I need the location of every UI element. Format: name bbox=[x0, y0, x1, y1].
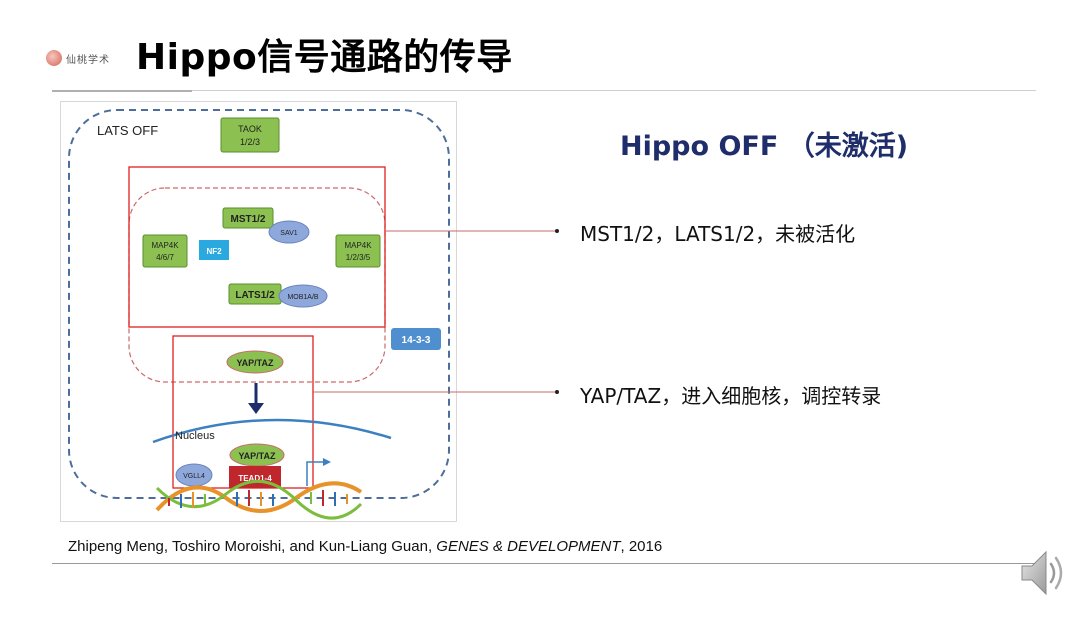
nf2-box bbox=[199, 240, 229, 260]
tead-label: TEAD1-4 bbox=[238, 474, 272, 483]
yap-nuc-label: YAP/TAZ bbox=[238, 451, 276, 461]
title-divider-accent bbox=[52, 90, 192, 92]
hippo-pathway-figure: LATS OFF TAOK 1/2/3 MST1/2 SAV1 MAP4K 4/… bbox=[60, 101, 457, 522]
nucleus-envelope bbox=[152, 418, 392, 444]
pathway-diagram: LATS OFF TAOK 1/2/3 MST1/2 SAV1 MAP4K 4/… bbox=[68, 109, 450, 520]
kinase-core-highlight bbox=[128, 166, 386, 328]
transcription-arrow-icon bbox=[323, 458, 331, 466]
lats-label: LATS1/2 bbox=[235, 290, 275, 301]
hippo-status-heading: Hippo OFF （未激活) bbox=[620, 131, 909, 162]
bullet-dot-2 bbox=[555, 390, 559, 394]
mst-box bbox=[222, 207, 274, 229]
14-3-3-box bbox=[391, 328, 441, 350]
citation-journal: GENES & DEVELOPMENT bbox=[436, 538, 621, 555]
bullet-kinases-inactive: MST1/2，LATS1/2，未被活化 bbox=[580, 222, 856, 246]
sav-label: SAV1 bbox=[280, 230, 297, 237]
taok-box bbox=[220, 117, 280, 153]
dna-helix bbox=[155, 480, 363, 520]
footer-divider bbox=[52, 563, 1036, 564]
brand-text: 仙桃学术 bbox=[66, 54, 110, 66]
slide-title: Hippo信号通路的传导 bbox=[136, 37, 513, 78]
peach-logo-icon bbox=[46, 50, 62, 66]
map4k-left-label-2: 4/6/7 bbox=[156, 253, 174, 262]
bullet-yap-nuclear: YAP/TAZ，进入细胞核，调控转录 bbox=[580, 384, 882, 408]
arrow-head-icon bbox=[248, 403, 264, 414]
transcription-start bbox=[306, 461, 325, 486]
yap-cyto-label: YAP/TAZ bbox=[236, 358, 274, 368]
mst-label: MST1/2 bbox=[230, 214, 265, 225]
taok-label-1: TAOK bbox=[238, 124, 262, 134]
map4k-right-label-2: 1/2/3/5 bbox=[346, 253, 371, 262]
lats-off-label: LATS OFF bbox=[97, 123, 158, 138]
citation-authors: Zhipeng Meng, Toshiro Moroishi, and Kun-… bbox=[68, 538, 437, 555]
taok-label-2: 1/2/3 bbox=[240, 137, 260, 147]
citation-year: , 2016 bbox=[620, 538, 663, 555]
speaker-icon[interactable] bbox=[1018, 546, 1072, 605]
brand-logo: 仙桃学术 bbox=[46, 50, 110, 66]
map4k-right-box bbox=[335, 234, 381, 268]
citation: Zhipeng Meng, Toshiro Moroishi, and Kun-… bbox=[68, 538, 662, 555]
mob-ellipse bbox=[278, 284, 328, 308]
nf2-label: NF2 bbox=[206, 247, 222, 256]
yap-cyto-ellipse bbox=[226, 350, 284, 374]
map4k-right-label-1: MAP4K bbox=[344, 241, 372, 250]
vgll4-label: VGLL4 bbox=[183, 473, 205, 480]
14-3-3-label: 14-3-3 bbox=[402, 335, 431, 346]
nucleus-label: Nucleus bbox=[175, 430, 215, 442]
map4k-left-label-1: MAP4K bbox=[151, 241, 179, 250]
map4k-left-box bbox=[142, 234, 188, 268]
sav-ellipse bbox=[268, 220, 310, 244]
title-divider bbox=[52, 90, 1036, 91]
cell-membrane bbox=[68, 109, 450, 499]
mob-label: MOB1A/B bbox=[287, 294, 318, 301]
bullet-dot-1 bbox=[555, 229, 559, 233]
